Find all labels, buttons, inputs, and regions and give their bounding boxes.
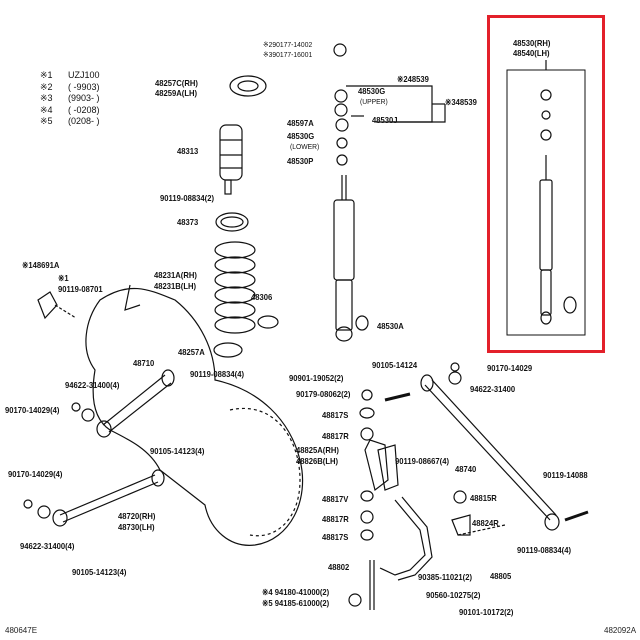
part-label[interactable]: 90119-08834(4): [517, 545, 572, 555]
part-label[interactable]: 48825A(RH): [296, 445, 339, 455]
part-label[interactable]: ※5 94185-61000(2): [262, 598, 330, 608]
legend-key: ※1: [40, 70, 53, 80]
arm-48720: [52, 469, 165, 527]
part-label[interactable]: 48530G: [287, 131, 315, 141]
part-label[interactable]: 48817V: [322, 494, 349, 504]
part-label[interactable]: 90119-08834(2): [160, 193, 215, 203]
part-label[interactable]: 90105-14123(4): [150, 446, 205, 456]
part-label[interactable]: 90170-14029(4): [5, 405, 60, 415]
part-label[interactable]: 48231B(LH): [154, 281, 197, 291]
part-label[interactable]: 90101-10172(2): [459, 607, 514, 617]
cushions-stack: [334, 89, 349, 166]
legend-row: ※5 (0208- ): [40, 116, 100, 128]
part-label[interactable]: 48530G: [358, 86, 386, 96]
part-label[interactable]: ※4 94180-41000(2): [262, 587, 330, 597]
part-label[interactable]: 48257A: [178, 347, 205, 357]
legend-value: ( -0208): [68, 104, 100, 115]
part-label: (LOWER): [290, 142, 320, 151]
legend-key: ※5: [40, 116, 53, 126]
diagram-id-left: 480647E: [5, 626, 38, 635]
part-label[interactable]: ※148691A: [22, 260, 60, 270]
part-label[interactable]: 48720(RH): [118, 511, 156, 521]
part-label[interactable]: 90901-19052(2): [289, 373, 344, 383]
part-label[interactable]: 48710: [133, 358, 155, 368]
highlight-box-shock-absorber: [487, 15, 605, 353]
part-label[interactable]: 90119-14088: [543, 470, 588, 480]
coil-spring: [214, 241, 256, 334]
part-label[interactable]: 48597A: [287, 118, 314, 128]
part-label[interactable]: 48231A(RH): [154, 270, 197, 280]
part-label[interactable]: 48259A(LH): [155, 88, 198, 98]
legend-row: ※2 ( -9903): [40, 82, 100, 94]
part-label[interactable]: 90560-10275(2): [426, 590, 481, 600]
part-label[interactable]: 90119-08667(4): [395, 456, 450, 466]
part-label[interactable]: ※290177-14002: [263, 40, 313, 49]
part-label[interactable]: 48817R: [322, 514, 349, 524]
legend-value: (0208- ): [68, 116, 100, 126]
part-label: (UPPER): [360, 97, 388, 106]
part-label[interactable]: 48306: [251, 292, 273, 302]
part-label[interactable]: 48815R: [470, 493, 497, 503]
axle-housing: [85, 287, 304, 546]
part-label[interactable]: 48540(LH): [513, 48, 550, 58]
part-label[interactable]: 48826B(LH): [296, 456, 339, 466]
part-label[interactable]: 48824R: [472, 518, 499, 528]
part-label[interactable]: 48730(LH): [118, 522, 155, 532]
part-label[interactable]: 48530J: [372, 115, 398, 125]
legend-row: ※1 UZJ100: [40, 70, 100, 82]
part-label[interactable]: 94622-31400: [470, 384, 516, 394]
part-label[interactable]: 90105-14124: [372, 360, 418, 370]
rod-48740: [420, 374, 560, 531]
part-label[interactable]: 48805: [490, 571, 512, 581]
legend-value: (9903- ): [68, 93, 100, 103]
legend-key: ※3: [40, 93, 53, 103]
legend-row: ※4 ( -0208): [40, 105, 100, 117]
legend-value: ( -9903): [68, 81, 100, 92]
part-label[interactable]: ※248539: [397, 74, 429, 84]
legend-key: ※4: [40, 104, 53, 115]
diagram-id-right: 482092A: [604, 626, 637, 635]
part-label[interactable]: 90170-14029: [487, 363, 533, 373]
part-label[interactable]: 48530A: [377, 321, 404, 331]
part-label[interactable]: 48530P: [287, 156, 314, 166]
part-label: ※1: [58, 273, 69, 283]
part-label[interactable]: 48817S: [322, 410, 349, 420]
part-label[interactable]: 48817R: [322, 431, 349, 441]
arm-48710: [96, 369, 175, 438]
legend-key: ※2: [40, 81, 53, 92]
legend: ※1 UZJ100 ※2 ( -9903) ※3 (9903- ) ※4 ( -0208…: [40, 70, 100, 128]
part-label[interactable]: 90105-14123(4): [72, 567, 127, 577]
part-label[interactable]: 90170-14029(4): [8, 469, 63, 479]
legend-row: ※3 (9903- ): [40, 93, 100, 105]
part-label[interactable]: 48373: [177, 217, 199, 227]
part-label[interactable]: 90119-08701: [58, 284, 103, 294]
part-label[interactable]: 94622-31400(4): [20, 541, 75, 551]
part-label[interactable]: ※348539: [445, 97, 477, 107]
part-label[interactable]: 94622-31400(4): [65, 380, 120, 390]
part-label[interactable]: ※390177-16001: [263, 50, 313, 59]
part-label[interactable]: 48257C(RH): [155, 78, 198, 88]
part-label[interactable]: 48817S: [322, 532, 349, 542]
part-label[interactable]: 48530(RH): [513, 38, 551, 48]
part-label[interactable]: 48740: [455, 464, 477, 474]
legend-value: UZJ100: [68, 70, 100, 80]
part-label[interactable]: 48313: [177, 146, 199, 156]
shock-center: [333, 175, 355, 342]
part-label[interactable]: 90119-08834(4): [190, 369, 245, 379]
part-label[interactable]: 90385-11021(2): [418, 572, 473, 582]
part-label[interactable]: 90179-08062(2): [296, 389, 351, 399]
part-label[interactable]: 48802: [328, 562, 350, 572]
